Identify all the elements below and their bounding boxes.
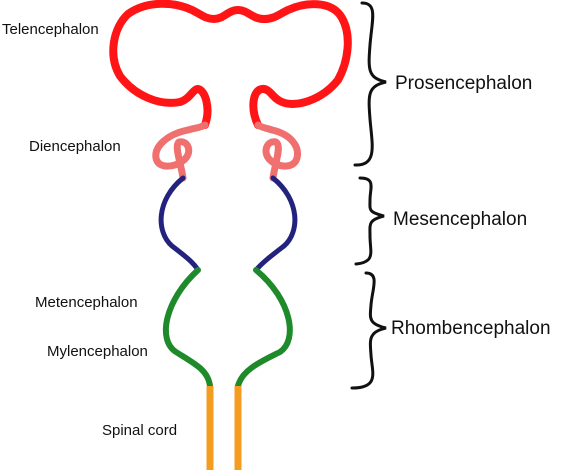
telencephalon-label: Telencephalon	[2, 21, 99, 38]
rhombencephalon-brace	[350, 271, 387, 390]
prosencephalon-label: Prosencephalon	[395, 73, 533, 94]
spinal-cord-label: Spinal cord	[102, 422, 178, 439]
rhombencephalon-left	[162, 267, 213, 389]
telencephalon-outline	[109, 0, 352, 129]
prosencephalon-brace	[353, 1, 387, 167]
mylencephalon-label: Mylencephalon	[47, 343, 148, 360]
diencephalon-right	[254, 121, 302, 182]
diencephalon-left	[152, 121, 209, 182]
rhombencephalon-right	[235, 267, 293, 389]
diencephalon-label: Diencephalon	[29, 138, 121, 155]
mesencephalon-right	[253, 175, 298, 273]
mesencephalon-label: Mesencephalon	[393, 209, 528, 230]
mesencephalon-brace	[354, 176, 385, 266]
mesencephalon-left	[158, 175, 201, 273]
metencephalon-label: Metencephalon	[35, 294, 138, 311]
rhombencephalon-label: Rhombencephalon	[391, 318, 551, 339]
